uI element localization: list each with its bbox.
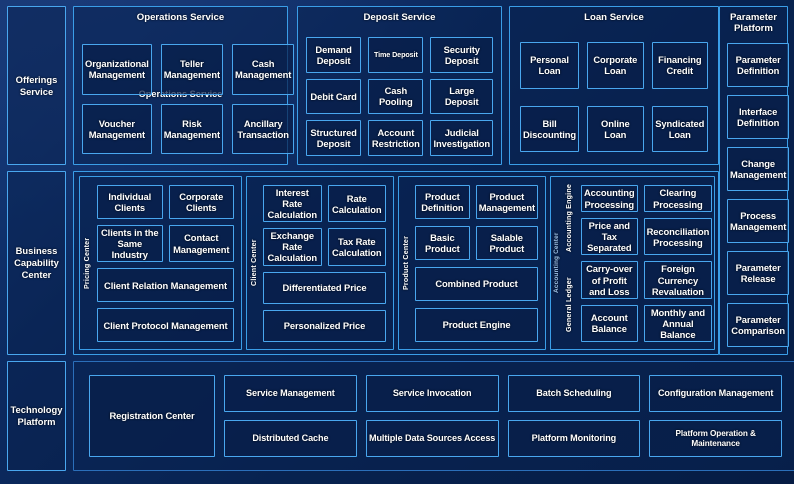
capability-box[interactable]: Price and Tax Separated	[581, 218, 638, 256]
panel-parameter-platform: Parameter Platform Parameter Definition …	[719, 6, 790, 355]
capability-box[interactable]: Teller Management	[160, 44, 224, 95]
capability-box[interactable]: Corporate Loan	[587, 42, 644, 89]
capability-box[interactable]: Reconciliation Processing	[643, 218, 713, 256]
vlabel-general-ledger: General Ledger	[565, 277, 573, 333]
panel-technology-platform: Registration Center Service Management S…	[73, 361, 794, 471]
offerings-service-row: Offerings Service Operations Service Ope…	[7, 6, 787, 165]
subpanel-accounting-center: Accounting Center Accounting Engine Gene…	[550, 176, 715, 350]
subpanel-client-center: Client Center Interest Rate Calculation …	[246, 176, 394, 350]
capability-box[interactable]: Accounting Processing	[581, 185, 638, 213]
capability-box[interactable]: Personalized Price	[263, 309, 386, 342]
capability-box[interactable]: Parameter Definition	[727, 43, 790, 87]
capability-box[interactable]: Interest Rate Calculation	[263, 185, 322, 223]
capability-box[interactable]: Debit Card	[306, 78, 362, 115]
parameter-platform-items: Parameter Definition Interface Definitio…	[727, 43, 790, 347]
capability-box[interactable]: Risk Management	[160, 103, 224, 154]
capability-box[interactable]: Platform Monitoring	[507, 420, 641, 457]
capability-box[interactable]: Clients in the Same Industry	[97, 224, 163, 263]
capability-box[interactable]: Voucher Management	[82, 103, 152, 154]
parameter-platform-title-line1: Parameter	[730, 12, 777, 23]
pricing-center-items: Individual Clients Corporate Clients Cli…	[97, 185, 234, 342]
deposit-service-items: Demand Deposit Time Deposit Security Dep…	[306, 37, 493, 156]
capability-box[interactable]: Cash Management	[232, 44, 295, 95]
vlabel-accounting-center: Accounting Center	[553, 232, 560, 294]
panel-deposit-service: Deposit Service Demand Deposit Time Depo…	[297, 6, 502, 165]
capability-box[interactable]: Interface Definition	[727, 95, 790, 139]
vlabel-product-center: Product Center	[402, 235, 410, 291]
capability-box[interactable]: Process Management	[727, 199, 790, 243]
capability-box[interactable]: Client Relation Management	[97, 268, 234, 303]
capability-box[interactable]: Individual Clients	[97, 185, 163, 219]
sidebar-item-offerings-service[interactable]: Offerings Service	[7, 6, 66, 165]
subpanel-pricing-center: Pricing Center Individual Clients Corpor…	[79, 176, 242, 350]
capability-box[interactable]: Judicial Investigation	[430, 120, 493, 156]
parameter-platform-title-line2: Platform	[734, 23, 773, 34]
capability-box[interactable]: Product Engine	[415, 308, 538, 342]
capability-box[interactable]: Clearing Processing	[643, 185, 713, 213]
capability-box[interactable]: Organizational Management	[82, 44, 152, 95]
capability-box[interactable]: Syndicated Loan	[651, 105, 708, 152]
capability-box[interactable]: Foreign Currency Revaluation	[643, 261, 713, 299]
capability-box[interactable]: Account Balance	[581, 304, 638, 342]
capability-box[interactable]: Exchange Rate Calculation	[263, 228, 322, 266]
capability-box[interactable]: Security Deposit	[430, 37, 493, 73]
panel-title-deposit-service: Deposit Service	[363, 12, 436, 23]
capability-box[interactable]: Product Management	[475, 185, 538, 219]
subpanel-product-center: Product Center Product Definition Produc…	[398, 176, 546, 350]
capability-box[interactable]: Parameter Release	[727, 251, 790, 295]
capability-box[interactable]: Contact Management	[168, 224, 234, 263]
capability-box[interactable]: Time Deposit	[368, 37, 424, 73]
loan-service-items: Personal Loan Corporate Loan Financing C…	[520, 42, 708, 152]
technology-platform-row: Technology Platform Registration Center …	[7, 361, 794, 477]
capability-box[interactable]: Large Deposit	[430, 78, 493, 115]
client-center-items: Interest Rate Calculation Rate Calculati…	[263, 185, 386, 342]
panel-operations-service: Operations Service Operations Service Or…	[73, 6, 295, 165]
capability-box[interactable]: Client Protocol Management	[97, 308, 234, 342]
operations-service-items: Organizational Management Teller Managem…	[82, 44, 295, 154]
capability-box[interactable]: Demand Deposit	[306, 37, 362, 73]
panel-loan-service: Loan Service Personal Loan Corporate Loa…	[509, 6, 719, 165]
capability-box[interactable]: Basic Product	[415, 226, 470, 260]
vlabel-accounting-engine: Accounting Engine	[565, 183, 573, 253]
capability-box[interactable]: Structured Deposit	[306, 120, 362, 156]
capability-box[interactable]: Differentiated Price	[263, 271, 386, 304]
capability-box[interactable]: Batch Scheduling	[507, 375, 641, 412]
capability-box[interactable]: Product Definition	[415, 185, 470, 219]
capability-box[interactable]: Financing Credit	[651, 42, 708, 89]
panel-title-parameter-platform: Parameter Platform	[720, 12, 787, 34]
panel-title-operations-service: Operations Service	[136, 12, 225, 23]
capability-box[interactable]: Change Management	[727, 147, 790, 191]
capability-box[interactable]: Distributed Cache	[224, 420, 357, 457]
capability-box[interactable]: Monthly and Annual Balance	[643, 304, 713, 342]
capability-box[interactable]: Online Loan	[587, 105, 644, 152]
capability-box[interactable]: Carry-over of Profit and Loss	[581, 261, 638, 299]
capability-box-registration-center[interactable]: Registration Center	[89, 375, 215, 457]
capability-box[interactable]: Platform Operation & Maintenance	[649, 420, 782, 457]
product-center-items: Product Definition Product Management Ba…	[415, 185, 538, 342]
accounting-center-items: Accounting Processing Clearing Processin…	[581, 185, 713, 342]
capability-box[interactable]: Combined Product	[415, 267, 538, 301]
capability-box[interactable]: Rate Calculation	[327, 185, 386, 223]
capability-box[interactable]: Service Invocation	[365, 375, 499, 412]
vlabel-client-center: Client Center	[250, 239, 258, 287]
capability-box[interactable]: Parameter Comparison	[727, 303, 790, 347]
vlabel-pricing-center: Pricing Center	[83, 237, 91, 289]
capability-box[interactable]: Tax Rate Calculation	[327, 228, 386, 266]
capability-box[interactable]: Bill Discounting	[520, 105, 580, 152]
capability-box[interactable]: Personal Loan	[520, 42, 580, 89]
capability-box[interactable]: Ancillary Transaction	[232, 103, 295, 154]
business-capability-row: Business Capability Center Pricing Cente…	[7, 171, 787, 355]
sidebar-item-technology-platform[interactable]: Technology Platform	[7, 361, 66, 471]
panel-title-loan-service: Loan Service	[584, 12, 644, 23]
capability-box[interactable]: Cash Pooling	[368, 78, 424, 115]
capability-box[interactable]: Service Management	[224, 375, 357, 412]
technology-platform-items: Service Management Service Invocation Ba…	[224, 375, 782, 457]
capability-box[interactable]: Corporate Clients	[168, 185, 234, 219]
capability-box[interactable]: Configuration Management	[649, 375, 782, 412]
capability-box[interactable]: Multiple Data Sources Access	[365, 420, 499, 457]
panel-business-capability-center: Pricing Center Individual Clients Corpor…	[73, 171, 719, 355]
capability-box[interactable]: Salable Product	[475, 226, 538, 260]
capability-box[interactable]: Account Restriction	[368, 120, 424, 156]
sidebar-item-business-capability-center[interactable]: Business Capability Center	[7, 171, 66, 355]
